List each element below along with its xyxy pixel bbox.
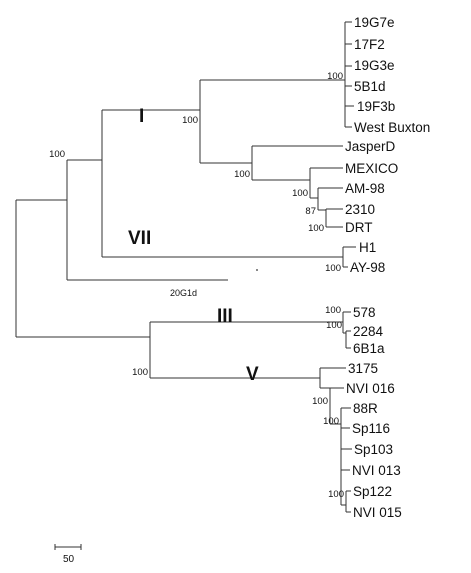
bootstrap-value: 100 (325, 305, 341, 316)
leaf-label: Sp122 (353, 484, 392, 499)
bootstrap-value: 100 (234, 169, 250, 180)
leaf-label: H1 (359, 240, 376, 255)
leaf-label: 3175 (348, 361, 378, 376)
leaf-label: Sp116 (352, 421, 390, 436)
bootstrap-value: 100 (182, 115, 198, 126)
leaf-label: 5B1d (354, 79, 386, 94)
scale-bar: 50 (54, 544, 82, 565)
bootstrap-value: 100 (328, 489, 344, 500)
bootstrap-value: 100 (325, 263, 341, 274)
leaf-label: 17F2 (354, 37, 385, 52)
bootstrap-value: 100 (323, 416, 339, 427)
leaf-label: JasperD (345, 139, 396, 154)
bootstrap-value: 100 (326, 320, 342, 331)
leaf-label: 19G7e (354, 15, 395, 30)
leaf-label: AY-98 (350, 260, 385, 275)
leaf-label: 2284 (353, 324, 384, 339)
leaf-label: AM-98 (345, 181, 385, 196)
bootstrap-value: 100 (132, 367, 148, 378)
leaf-label: 2310 (345, 202, 375, 217)
leaf-label: 578 (353, 305, 376, 320)
leaf-labels: 19G7e 17F2 19G3e 5B1d 19F3b West Buxton … (170, 15, 430, 520)
clade-label: I (139, 106, 144, 127)
tree-branches (15, 21, 356, 513)
bootstrap-value: 100 (308, 223, 324, 234)
leaf-label: 19F3b (357, 99, 395, 114)
leaf-label: 88R (353, 401, 378, 416)
clade-label: V (246, 364, 259, 385)
scale-bar-label: 50 (63, 554, 75, 565)
leaf-label: 19G3e (354, 58, 395, 73)
clade-label: VII (128, 228, 151, 249)
leaf-label: Sp103 (354, 442, 393, 457)
leaf-label: NVI 013 (352, 463, 401, 478)
leaf-label: NVI 016 (346, 381, 395, 396)
dot (256, 269, 258, 271)
leaf-label: West Buxton (354, 120, 430, 135)
leaf-label: 6B1a (353, 341, 385, 356)
bootstrap-value: 100 (312, 396, 328, 407)
bootstrap-value: 100 (49, 149, 65, 160)
leaf-label: 20G1d (170, 288, 197, 298)
clade-labels: I VII III V (128, 106, 259, 385)
leaf-label: NVI 015 (353, 505, 402, 520)
clade-label: III (217, 306, 233, 327)
bootstrap-value: 100 (327, 71, 343, 82)
bootstrap-value: 87 (305, 206, 316, 217)
leaf-label: MEXICO (345, 161, 398, 176)
bootstrap-value: 100 (292, 188, 308, 199)
bootstrap-labels: 100 100 100 100 100 87 100 100 100 100 1… (49, 71, 344, 500)
leaf-label: DRT (345, 220, 373, 235)
